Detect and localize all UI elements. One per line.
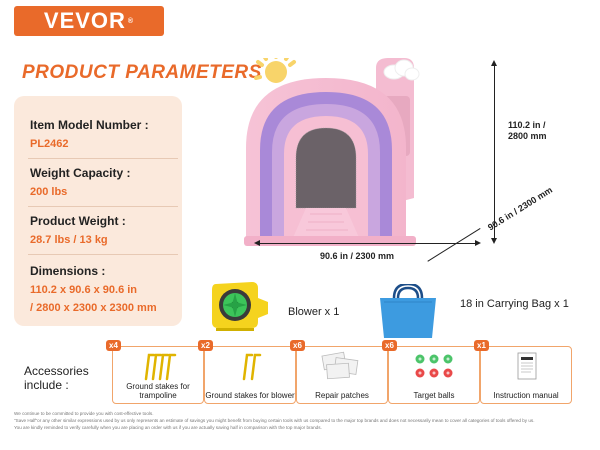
- accessory-label: Ground stakes for blower: [205, 391, 295, 400]
- divider: [28, 254, 178, 255]
- blower-label: Blower x 1: [288, 306, 340, 318]
- accessory-card-repair-patches: x6 Repair patches: [290, 340, 388, 404]
- quantity-badge: x2: [198, 340, 213, 351]
- arrow-right-icon: [475, 240, 481, 246]
- ground-stake-icon: [242, 353, 262, 381]
- param-label-product-weight: Product Weight :: [30, 214, 126, 228]
- param-value-dimensions-mm: / 2800 x 2300 x 2300 mm: [30, 302, 157, 314]
- disclaimer: We continue to be committed to provide y…: [14, 411, 590, 431]
- quantity-badge: x4: [106, 340, 121, 351]
- accessory-label: Ground stakes for trampoline: [126, 382, 190, 400]
- ground-stake-icon: [144, 353, 177, 381]
- section-title: PRODUCT PARAMETERS: [22, 62, 262, 83]
- param-value-weight-capacity: 200 lbs: [30, 186, 68, 198]
- carrying-bag-image: [380, 284, 436, 338]
- blower-image: [212, 282, 268, 331]
- param-value-model: PL2462: [30, 138, 69, 150]
- carrying-bag-label: 18 in Carrying Bag x 1: [460, 298, 569, 310]
- param-label-model: Item Model Number :: [30, 118, 149, 132]
- brand-name: VEVOR: [43, 8, 126, 33]
- repair-patch-icon: [321, 351, 359, 380]
- param-label-dimensions: Dimensions :: [30, 264, 106, 278]
- divider: [28, 158, 178, 159]
- quantity-badge: x1: [474, 340, 489, 351]
- disclaimer-line: You are kindly reminded to verify carefu…: [14, 424, 322, 430]
- arrow-down-icon: [491, 238, 497, 244]
- bounce-house-image: [244, 58, 420, 246]
- divider: [28, 206, 178, 207]
- brand-logo: VEVOR®: [14, 6, 164, 36]
- product-parameters-card: Item Model Number : PL2462 Weight Capaci…: [14, 96, 182, 326]
- target-ball-icon: [415, 354, 453, 378]
- quantity-badge: x6: [382, 340, 397, 351]
- param-value-product-weight: 28.7 lbs / 13 kg: [30, 234, 108, 246]
- accessory-label: Repair patches: [315, 391, 369, 400]
- sun-decoration: [254, 58, 296, 83]
- arrow-up-icon: [491, 60, 497, 66]
- accessories-title: Accessories include :: [24, 364, 89, 392]
- param-value-dimensions-in: 110.2 x 90.6 x 90.6 in: [30, 284, 138, 296]
- arrow-left-icon: [254, 240, 260, 246]
- quantity-badge: x6: [290, 340, 305, 351]
- accessory-card-instruction-manual: x1 Instruction manual: [474, 340, 572, 404]
- param-label-weight-capacity: Weight Capacity :: [30, 166, 131, 180]
- accessory-label: Target balls: [413, 391, 455, 400]
- height-dimension-label: 110.2 in / 2800 mm: [508, 120, 547, 141]
- accessory-label: Instruction manual: [493, 391, 559, 400]
- height-dimension-line: [494, 64, 495, 242]
- disclaimer-line: We continue to be committed to provide y…: [14, 411, 154, 416]
- disclaimer-line: "Save Half"or any other similar expressi…: [14, 417, 535, 423]
- accessory-card-blower-stakes: x2 Ground stakes for blower: [198, 340, 296, 404]
- manual-icon: [517, 352, 537, 380]
- accessory-card-target-balls: x6 Target balls: [382, 340, 480, 404]
- accessory-card-trampoline-stakes: x4 Ground stakes for trampoline: [106, 340, 204, 404]
- registered-mark: ®: [127, 17, 135, 25]
- depth-dimension-label: 90.6 in / 2300 mm: [486, 184, 555, 233]
- width-dimension-label: 90.6 in / 2300 mm: [320, 251, 395, 261]
- width-dimension-line: [258, 243, 476, 244]
- cloud-decoration: [383, 59, 420, 81]
